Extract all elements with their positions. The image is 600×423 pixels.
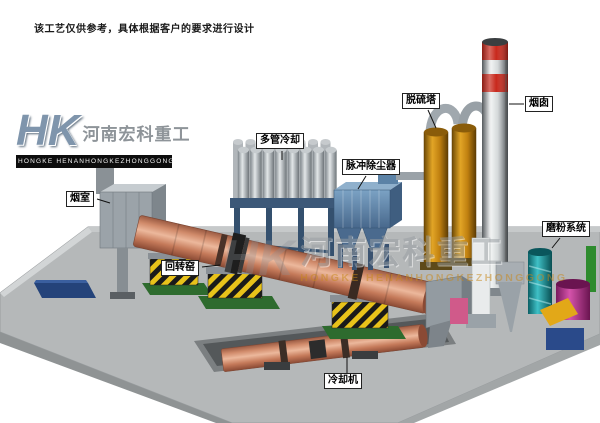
leader-lines (96, 103, 561, 373)
label-cooling-machine: 冷却机 (324, 373, 362, 389)
logo-row: HK 河南宏科重工 (16, 106, 190, 155)
label-pulse-dust-collector: 脉冲除尘器 (342, 159, 400, 175)
label-rotary-kiln: 回转窑 (161, 260, 199, 276)
disclaimer-note: 该工艺仅供参考，具体根据客户的要求进行设计 (34, 24, 255, 35)
label-desulfurization-tower: 脱硫塔 (402, 93, 440, 109)
label-multi-tube-cooler: 多管冷却 (256, 133, 304, 149)
logo-monogram: HK (16, 106, 80, 155)
label-chimney: 烟囱 (525, 96, 553, 112)
pulse-dust-collector (333, 170, 426, 270)
bucket-elevator (450, 237, 496, 328)
logo-tagline: HONGKE HENANHONGKEZHONGGONG (16, 154, 173, 168)
grinding-system (495, 246, 596, 350)
label-grinding-system: 磨粉系统 (542, 221, 590, 237)
blue-pad (34, 280, 96, 298)
logo-company-name: 河南宏科重工 (82, 124, 191, 144)
company-logo: HK 河南宏科重工 HONGKE HENANHONGKEZHONGGONG (16, 106, 190, 168)
label-smoke-chamber: 烟室 (66, 191, 94, 207)
